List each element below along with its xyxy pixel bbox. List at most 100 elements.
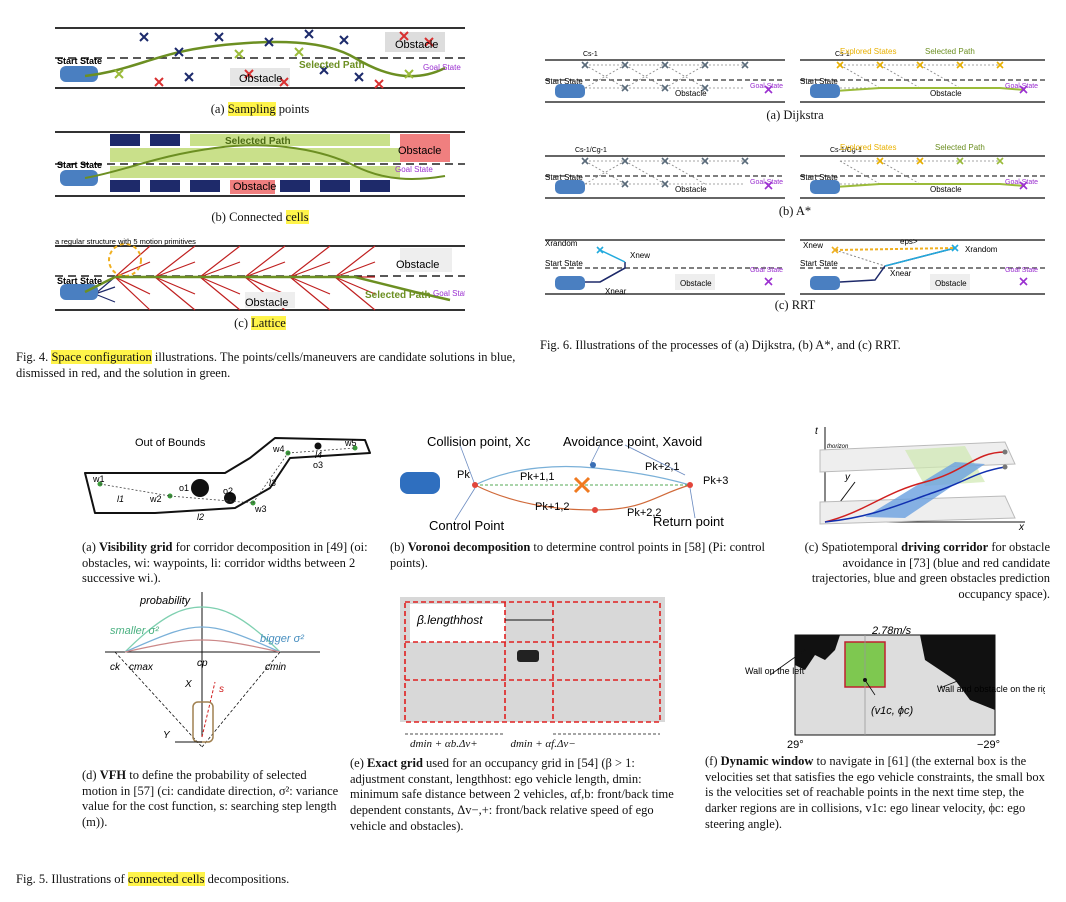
fig5e-dlabels: dmin + αb.Δv+ dmin + αf.Δv−: [410, 738, 670, 750]
fig6b-goal-left: Goal State: [750, 179, 783, 186]
fig6b-obstacle-right: Obstacle: [930, 185, 962, 194]
fig5a-w3: w3: [254, 504, 267, 514]
fig5d-diagram: probability smaller σ² bigger σ² ck cmax…: [105, 592, 320, 748]
fig5e-diagram: β.lengthhost: [400, 597, 665, 735]
fig6c-xnear-right: Xnear: [890, 269, 912, 278]
fig5f-deg-right: −29°: [977, 739, 1000, 750]
fig5b-collision: Collision point, Xc: [427, 434, 531, 449]
fig5a-w5: w5: [344, 438, 357, 448]
fig6a-caption: (a) Dijkstra: [766, 108, 824, 122]
fig5e-caption: (e) Exact grid used for an occupancy gri…: [350, 756, 674, 833]
fig6c-xrandom-right: Xrandom: [965, 245, 998, 254]
fig5a-l2: l2: [197, 512, 204, 522]
fig6c-start-left: Start State: [545, 259, 583, 268]
fig6b-start-left: Start State: [545, 173, 583, 182]
fig4c-note: a regular structure with 5 motion primit…: [55, 237, 196, 246]
fig5f-v: (v1c, ϕc): [871, 705, 914, 717]
fig6c-xnew-right: Xnew: [803, 241, 823, 250]
fig5b-pk11: Pk+1,1: [520, 471, 555, 483]
fig5a-w4: w4: [272, 444, 285, 454]
fig4a-obstacle1-label: Obstacle: [395, 39, 438, 51]
fig5c-horizon: thorizon: [827, 444, 849, 450]
fig5d-cmin: cmin: [265, 662, 287, 673]
fig4-caption: Fig. 4. Space configuration illustration…: [16, 350, 516, 380]
fig6a-start-right: Start State: [800, 77, 838, 86]
fig5a-w2: w2: [149, 494, 162, 504]
fig6b-obstacle-left: Obstacle: [675, 185, 707, 194]
fig5d-cp: cp: [197, 658, 208, 669]
fig6c-xnear-left: Xnear: [605, 287, 627, 296]
fig4b-start-label: Start State: [57, 160, 102, 170]
fig5d-probability: probability: [139, 595, 192, 607]
fig5f-wall-right: Wall and obstacle on the right: [937, 684, 1045, 694]
fig5f-diagram: 2.78m/s Wall on the left Wall and obstac…: [745, 625, 1045, 750]
fig5d-bigger: bigger σ²: [260, 633, 304, 645]
fig6b-explored: Explored States: [840, 143, 896, 152]
fig6-caption: Fig. 6. Illustrations of the processes o…: [540, 338, 901, 352]
fig5b-avoidance: Avoidance point, Xavoid: [563, 434, 702, 449]
fig6a-start-left: Start State: [545, 77, 583, 86]
fig4c-start-label: Start State: [57, 276, 102, 286]
fig5f-speed: 2.78m/s: [871, 625, 912, 637]
fig6a-goal-right: Goal State: [1005, 83, 1038, 90]
fig4a-start-label: Start State: [57, 56, 102, 66]
fig5f-deg-left: 29°: [787, 739, 804, 750]
fig4b-obstacle1-label: Obstacle: [398, 145, 441, 157]
fig5f-caption: (f) Dynamic window to navigate in [61] (…: [705, 754, 1045, 831]
fig5d-s: s: [219, 684, 224, 695]
fig5b-pk21: Pk+2,1: [645, 461, 680, 473]
fig5c-t: t: [815, 426, 819, 437]
fig5f-wall-left: Wall on the left: [745, 666, 805, 676]
fig4c-obstacle2-label: Obstacle: [245, 297, 288, 309]
fig5b-pk3: Pk+3: [703, 475, 728, 487]
fig4b-caption: (b) Connected cells: [211, 210, 309, 224]
fig6b-selected: Selected Path: [935, 143, 985, 152]
fig6c-start-right: Start State: [800, 259, 838, 268]
fig6c-goal-left: Goal State: [750, 267, 783, 274]
fig5b-caption: (b) Voronoi decomposition to determine c…: [390, 540, 765, 570]
fig6c-diagram: Xrandom Xnew Xnear Xrandom Xnew Xnear ep…: [545, 237, 1045, 296]
fig5a-title: Out of Bounds: [135, 437, 206, 449]
fig5c-diagram: t thorizon y x: [815, 426, 1025, 533]
fig5d-X: X: [184, 679, 192, 690]
fig5-caption: Fig. 5. Illustrations of connected cells…: [16, 872, 290, 886]
fig6a-goal-left: Goal State: [750, 83, 783, 90]
fig5c-caption: (c) Spatiotemporal driving corridor for …: [804, 540, 1050, 601]
fig6c-xrandom-left: Xrandom: [545, 239, 578, 248]
fig5d-Y: Y: [163, 730, 171, 741]
fig4: Start State Obstacle Obstacle Selected P…: [55, 10, 465, 350]
fig4a-diagram: Start State Obstacle Obstacle Selected P…: [55, 26, 465, 90]
fig5d-ck: ck: [110, 662, 121, 673]
fig4c-selected-label: Selected Path: [365, 290, 431, 301]
fig6c-xnew-left: Xnew: [630, 251, 650, 260]
fig4c-caption: (c) Lattice: [234, 316, 286, 330]
fig5b-control: Control Point: [429, 518, 505, 533]
fig5a-l1: l1: [117, 494, 124, 504]
fig6c-caption: (c) RRT: [774, 298, 816, 312]
fig5a-o3: o3: [313, 460, 323, 470]
fig5d-smaller: smaller σ²: [110, 625, 159, 637]
fig5d-cmax: cmax: [129, 662, 154, 673]
fig4b-selected-label: Selected Path: [225, 136, 291, 147]
fig6a-selected: Selected Path: [925, 47, 975, 56]
fig6b-start-right: Start State: [800, 173, 838, 182]
fig6b-diagram: Cs-1/Cg-1 Cs-1/Cg-1 Start State Start St…: [545, 143, 1045, 199]
fig5a-o2: o2: [223, 486, 233, 496]
fig6a-right-c: Cs-1: [835, 51, 850, 58]
fig4c-obstacle1-label: Obstacle: [396, 259, 439, 271]
fig5b-pk: Pk: [457, 469, 470, 481]
fig6b-goal-right: Goal State: [1005, 179, 1038, 186]
fig5b-pk12: Pk+1,2: [535, 501, 570, 513]
fig4b-goal-label: Goal State: [395, 165, 433, 174]
fig4a-obstacle2-label: Obstacle: [239, 73, 282, 85]
fig5a-l4: l4: [315, 450, 322, 460]
fig5b-return: Return point: [653, 514, 724, 529]
fig4c-diagram: a regular structure with 5 motion primit…: [55, 237, 465, 311]
fig5a-l3: l3: [269, 478, 276, 488]
fig4b-diagram: Start State Obstacle Obstacle Selected P…: [55, 131, 465, 197]
fig5b-pk22: Pk+2,2: [627, 507, 662, 519]
fig5e-dleft: dmin + αb.Δv+: [410, 738, 478, 750]
fig5b-diagram: Collision point, Xc Avoidance point, Xav…: [400, 434, 728, 533]
fig5a-o1: o1: [179, 483, 189, 493]
fig6: Cs-1 Cs-1 Start State Start State Obstac…: [545, 40, 1045, 340]
